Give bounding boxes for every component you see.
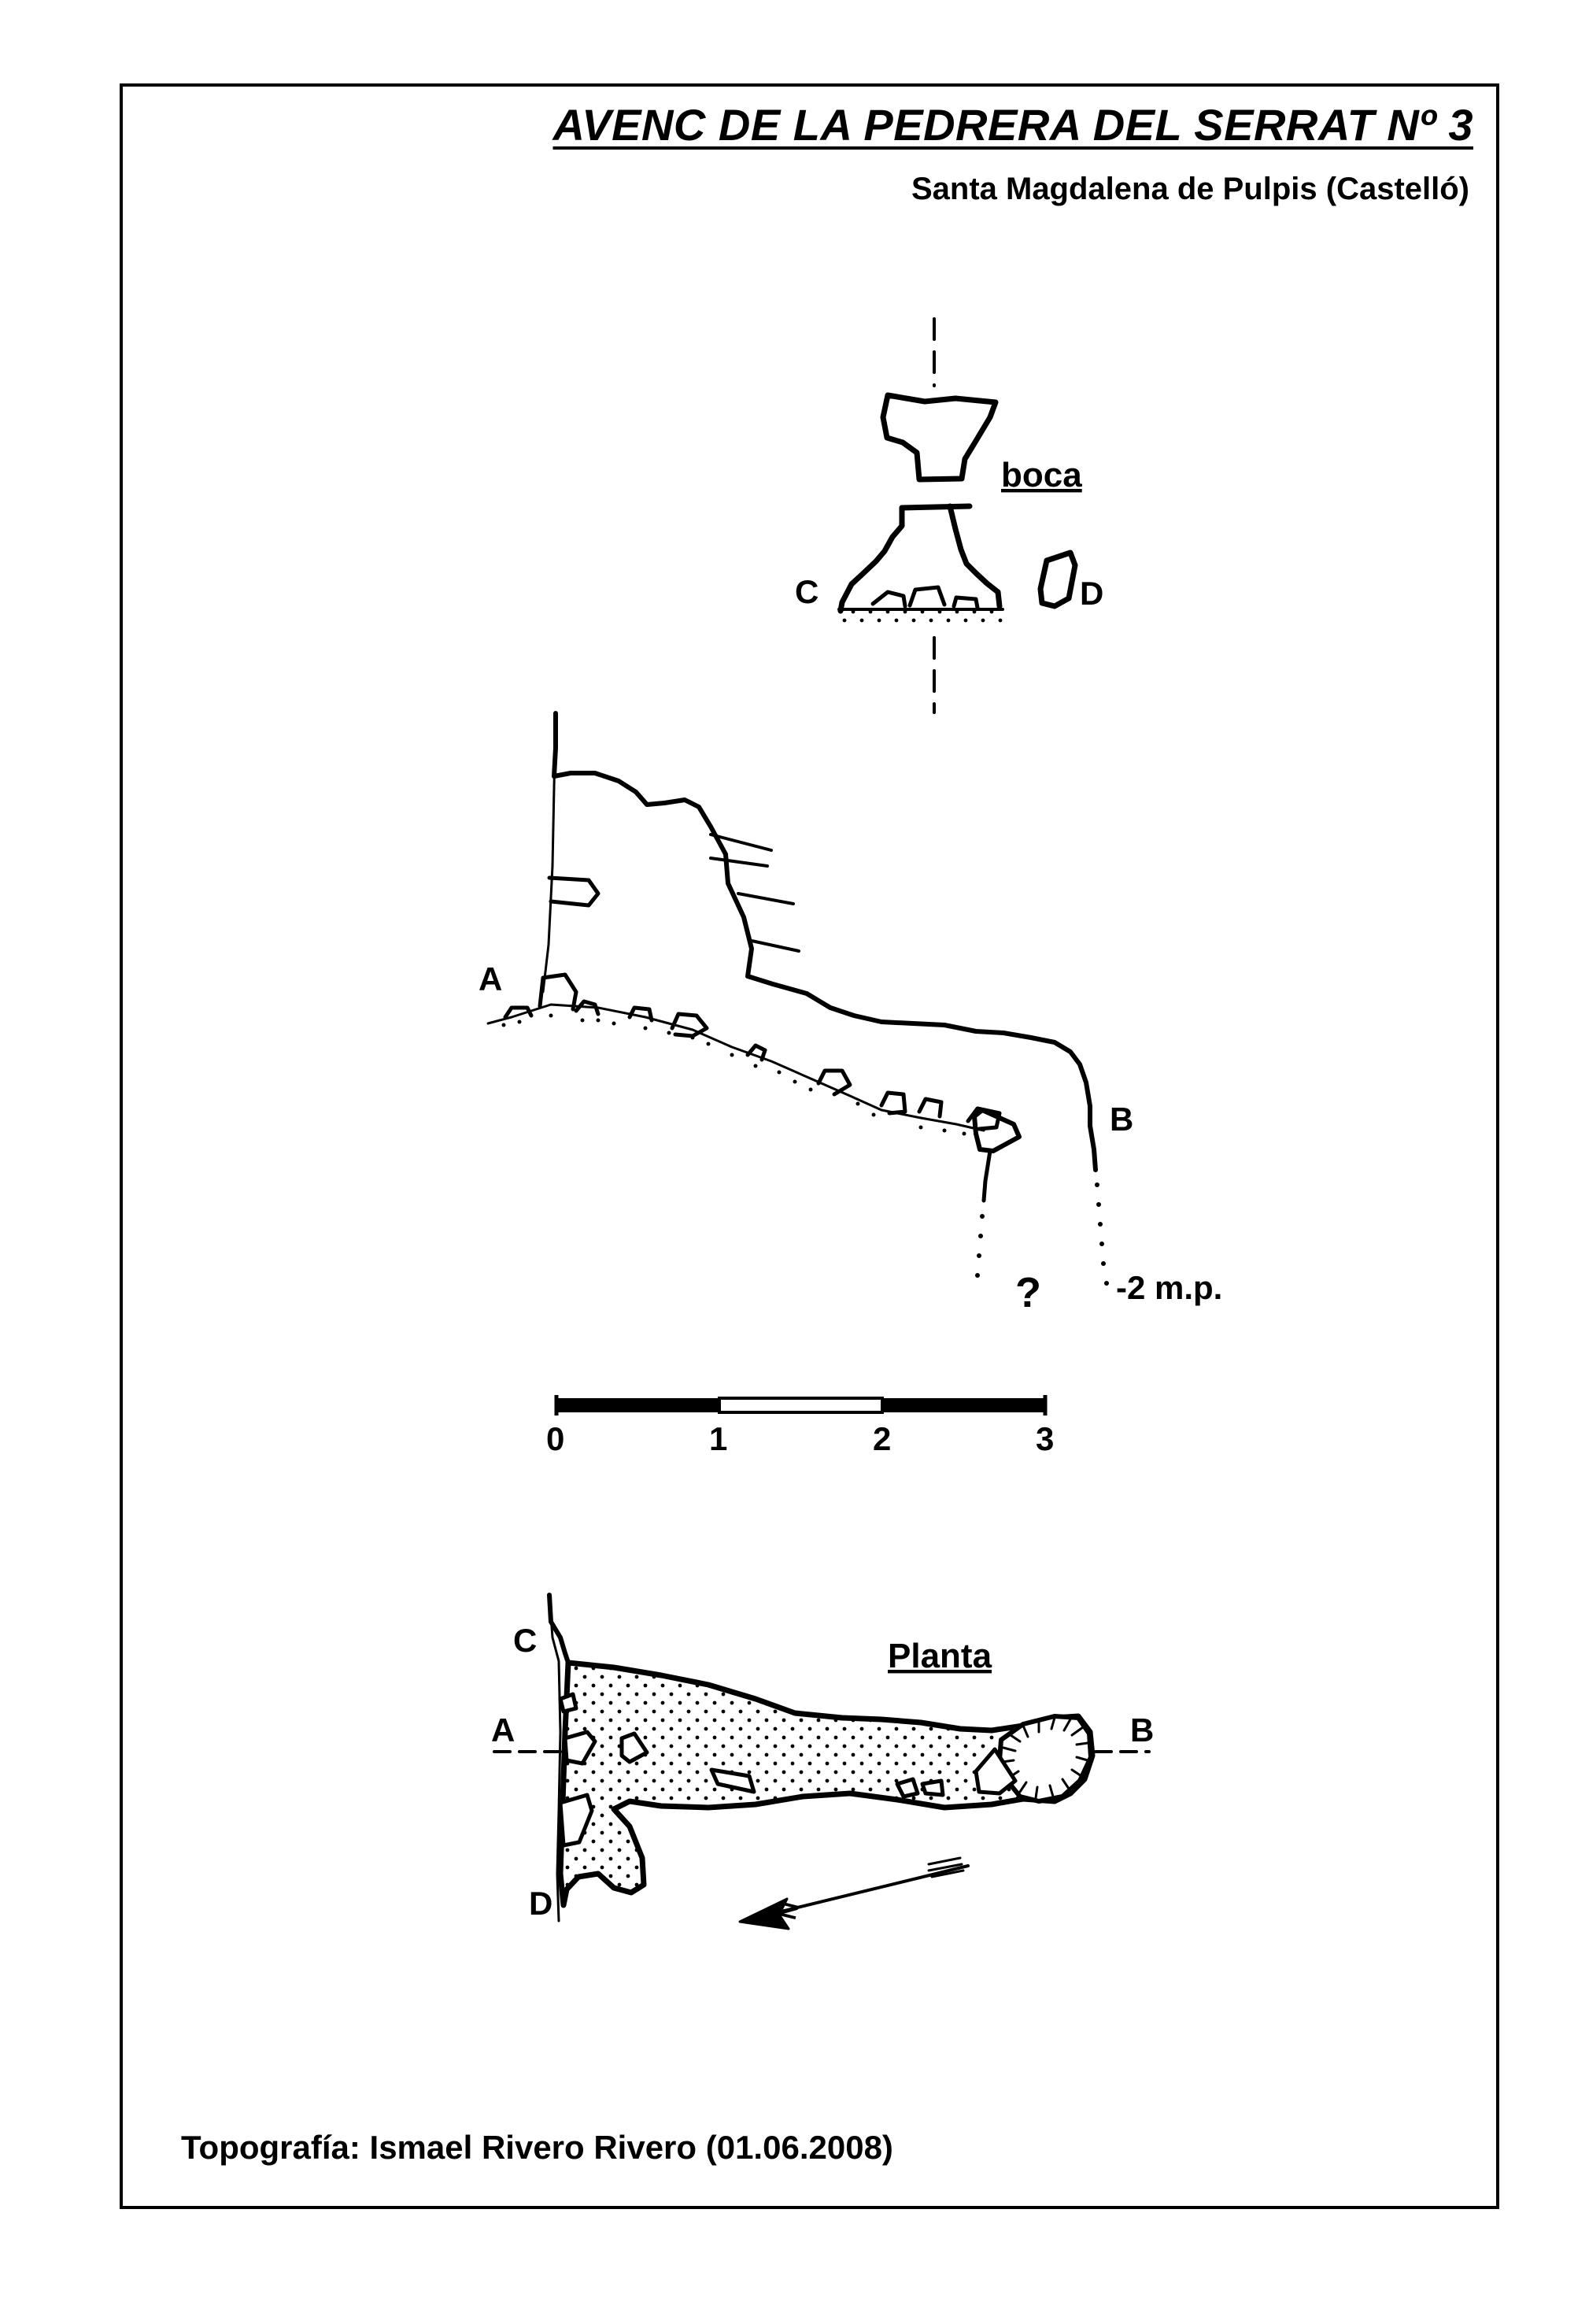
- scale-tick-1: 1: [709, 1420, 727, 1457]
- floor-block: [907, 585, 947, 608]
- scale-tick-3: 3: [1036, 1420, 1054, 1457]
- section-sediment: [839, 611, 1003, 624]
- scale-segment-0-1: [556, 1398, 719, 1412]
- scale-bar: [554, 1395, 1048, 1415]
- plan-wall-top: [547, 1593, 571, 1665]
- plan-point-d: D: [529, 1885, 552, 1922]
- plan-block: [558, 1692, 578, 1714]
- plan-outline: [557, 1660, 1096, 1908]
- floor-block: [745, 1043, 767, 1062]
- plan-label-planta: Planta: [888, 1637, 992, 1675]
- north-arrow-head: [738, 1897, 790, 1930]
- profile-point-a: A: [479, 960, 502, 997]
- plan-block: [920, 1778, 945, 1797]
- sinkhole-hachures: [1001, 1716, 1089, 1800]
- profile-point-b: B: [1110, 1101, 1133, 1138]
- plan-block: [974, 1747, 1018, 1796]
- profile-wall-top: [552, 711, 558, 779]
- plan-point-c: C: [513, 1622, 537, 1659]
- longitudinal-profile: [486, 711, 1098, 1203]
- survey-title: AVENC DE LA PEDRERA DEL SERRAT Nº 3: [552, 100, 1473, 150]
- plan-view: [493, 1593, 1151, 1930]
- survey-location: Santa Magdalena de Pulpis (Castelló): [911, 172, 1469, 206]
- plan-block: [895, 1777, 920, 1799]
- profile-unknown-mark: ?: [1015, 1269, 1041, 1316]
- plan-block: [709, 1767, 756, 1794]
- cross-section-cd: [837, 317, 1078, 714]
- survey-credit: Topografía: Ismael Rivero Rivero (01.06.…: [181, 2129, 893, 2166]
- floor-block: [574, 999, 600, 1016]
- scale-segment-1-2: [718, 1397, 884, 1414]
- north-arrow-shaft: [754, 1864, 970, 1919]
- profile-floor: [486, 1003, 985, 1132]
- scale-segment-2-3: [882, 1398, 1045, 1412]
- floor-block: [627, 1005, 654, 1023]
- block-d: [1037, 550, 1078, 609]
- floor-block: [816, 1068, 852, 1097]
- floor-block: [952, 595, 980, 610]
- scale-tick-2: 2: [873, 1420, 891, 1457]
- section-label-boca: boca: [1001, 456, 1082, 494]
- wall-block: [547, 875, 600, 908]
- plan-point-a: A: [491, 1712, 515, 1749]
- floor-block: [879, 1090, 907, 1116]
- floor-block: [503, 1005, 534, 1020]
- shaft-continuation: [981, 1149, 992, 1203]
- plan-block: [563, 1730, 597, 1766]
- profile-depth-label: -2 m.p.: [1116, 1269, 1222, 1306]
- floor-block: [538, 972, 578, 1012]
- ledge-hatch: [709, 857, 769, 868]
- floor-block: [917, 1097, 944, 1119]
- floor-block: [670, 1012, 709, 1038]
- plan-surface-line: [548, 1593, 562, 1922]
- profile-ceiling: [552, 771, 1098, 1172]
- plan-point-b: B: [1130, 1712, 1154, 1749]
- plan-block: [619, 1731, 649, 1764]
- section-point-d: D: [1080, 575, 1103, 612]
- floor-block: [966, 1106, 1002, 1131]
- plan-block: [558, 1793, 594, 1848]
- drawing-frame: [120, 83, 1499, 2209]
- profile-dotted-continuation: [975, 1182, 1109, 1286]
- ledge-hatch: [737, 892, 795, 905]
- profile-sediment: [501, 1013, 966, 1136]
- scale-tick-0: 0: [546, 1420, 564, 1457]
- end-block: [972, 1108, 1022, 1153]
- floor-block: [870, 590, 907, 609]
- shaft-wall-right: [947, 503, 1003, 609]
- ledge-hatch: [750, 939, 800, 953]
- mouth-outline: [880, 392, 999, 483]
- shaft-lintel: [899, 503, 973, 511]
- section-point-c: C: [795, 573, 819, 610]
- ledge-hatch: [709, 833, 773, 852]
- shaft-wall-left: [837, 505, 905, 614]
